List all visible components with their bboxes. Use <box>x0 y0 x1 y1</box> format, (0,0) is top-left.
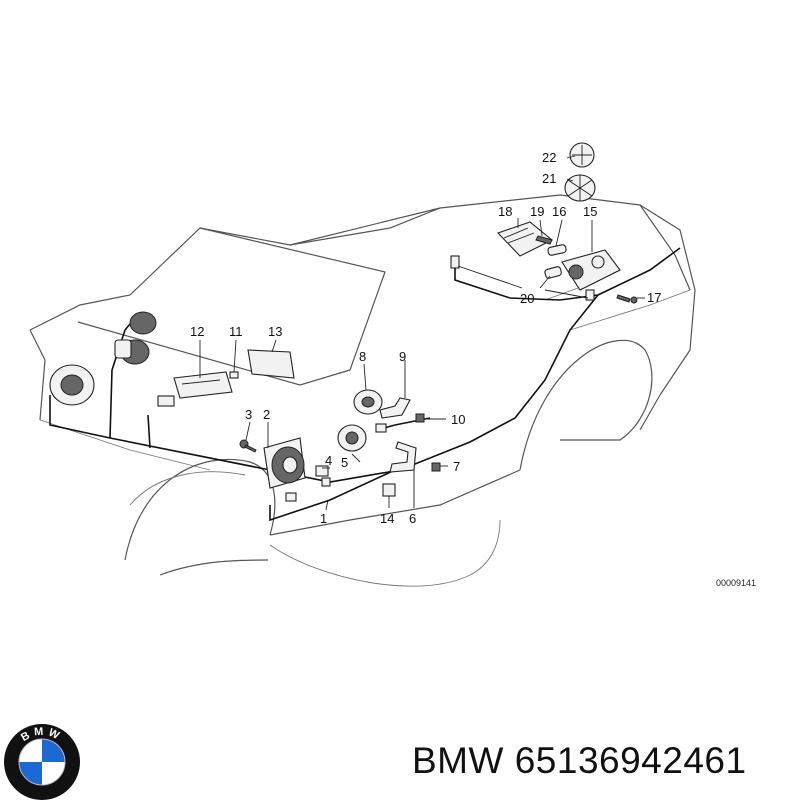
part-1-harness-clip <box>285 477 331 502</box>
part-tweeter-front <box>114 311 157 365</box>
label-17: 17 <box>647 290 661 305</box>
label-3: 3 <box>245 407 252 422</box>
part-labels: 22 21 18 19 16 15 20 17 12 11 13 8 9 10 … <box>190 150 756 588</box>
part-15-rear-speaker <box>561 249 621 291</box>
part-17-screw <box>616 294 638 304</box>
label-1: 1 <box>320 511 327 526</box>
caption-part-number: 65136942461 <box>514 740 747 781</box>
label-13: 13 <box>268 324 282 339</box>
label-12: 12 <box>190 324 204 339</box>
part-8-tweeter <box>353 389 383 415</box>
part-caption: BMW 65136942461 <box>412 740 747 782</box>
label-18: 18 <box>498 204 512 219</box>
part-12-radio <box>173 371 233 399</box>
part-plug <box>157 395 175 407</box>
label-15: 15 <box>583 204 597 219</box>
part-4-connector <box>315 465 329 477</box>
part-7-nut <box>431 462 441 472</box>
label-5: 5 <box>341 455 348 470</box>
label-2: 2 <box>263 407 270 422</box>
part-10-nut <box>415 413 425 423</box>
part-11-clip <box>229 371 239 379</box>
car-outline <box>29 194 696 587</box>
label-21: 21 <box>542 171 556 186</box>
label-14: 14 <box>380 511 394 526</box>
part-19-screw <box>535 235 553 245</box>
label-16: 16 <box>552 204 566 219</box>
logo-quadrant-top-right <box>42 739 65 762</box>
part-6-bracket <box>389 441 417 473</box>
label-7: 7 <box>453 459 460 474</box>
part-13-panel <box>247 349 295 379</box>
label-11: 11 <box>229 324 243 339</box>
leader-lines <box>199 155 645 511</box>
caption-brand: BMW <box>412 740 504 781</box>
part-5-buzzer <box>337 423 387 452</box>
wiring-harness <box>49 247 681 522</box>
label-10: 10 <box>451 412 465 427</box>
label-9: 9 <box>399 349 406 364</box>
part-2-door-speaker <box>263 437 306 489</box>
part-14-connector <box>382 483 396 497</box>
label-20: 20 <box>520 291 534 306</box>
logo-quadrant-bottom-left <box>19 762 42 785</box>
label-8: 8 <box>359 349 366 364</box>
part-22-grille <box>569 142 595 168</box>
label-6: 6 <box>409 511 416 526</box>
drawing-code: 00009141 <box>716 578 756 588</box>
part-16-bolt <box>547 244 567 256</box>
part-21-speaker-grille <box>564 174 596 202</box>
part-20-connector <box>450 255 595 301</box>
part-3-screw <box>239 439 257 453</box>
part-door-speaker-left <box>49 364 95 406</box>
part-9-bracket <box>379 397 411 419</box>
bmw-logo: BMW <box>4 724 80 800</box>
label-22: 22 <box>542 150 556 165</box>
label-19: 19 <box>530 204 544 219</box>
label-4: 4 <box>325 453 332 468</box>
